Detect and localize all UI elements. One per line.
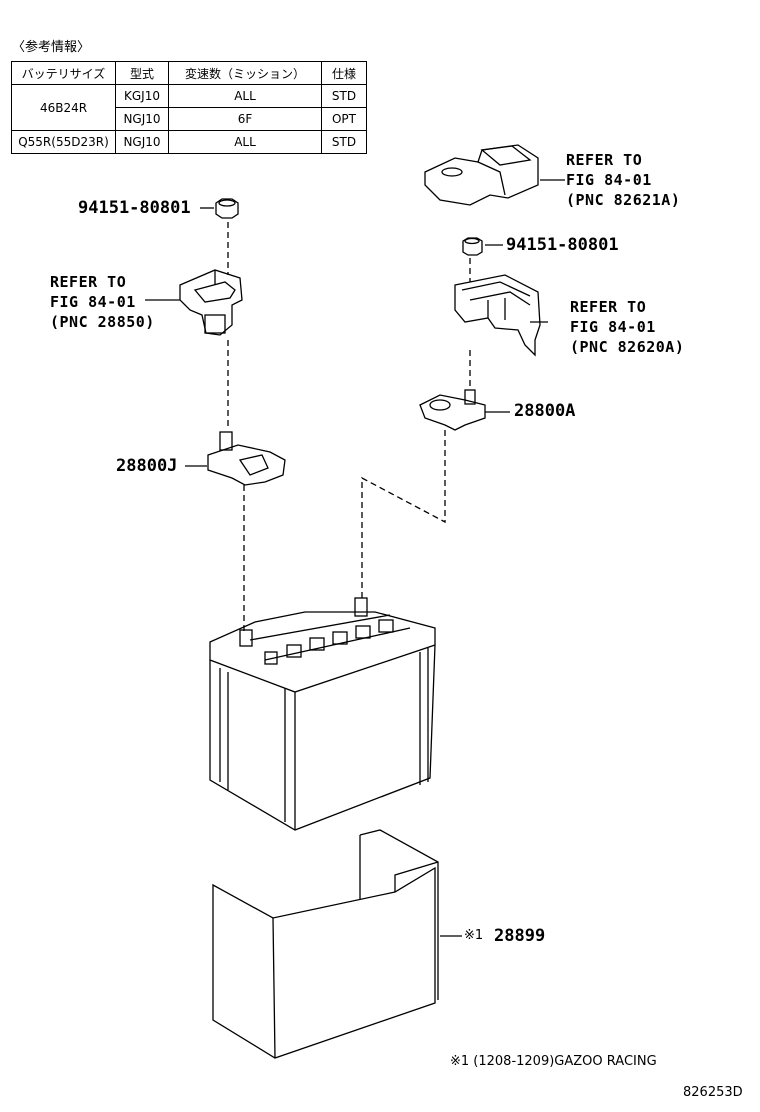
header-spec: 仕様: [321, 61, 367, 85]
leader-lines: [145, 179, 565, 937]
cell-trans: ALL: [168, 130, 322, 154]
info-title: 〈参考情報〉: [12, 40, 91, 55]
battery: [209, 597, 436, 831]
table-row: Q55R(55D23R) NGJ10 ALL STD: [11, 130, 367, 154]
part-number-clamp-positive: 28800A: [514, 401, 576, 421]
cell-spec: OPT: [321, 107, 367, 131]
cell-spec: STD: [321, 130, 367, 154]
header-transmission: 変速数（ミッション）: [168, 61, 322, 85]
refer-note-left: REFER TO FIG 84-01 (PNC 28850): [50, 273, 155, 331]
header-battery-size: バッテリサイズ: [11, 61, 116, 85]
terminal-cover-left: [179, 269, 243, 336]
cell-size: Q55R(55D23R): [11, 130, 116, 154]
refer-note-mid-right: REFER TO FIG 84-01 (PNC 82620A): [570, 298, 685, 356]
table-row: 46B24R KGJ10 ALL STD: [11, 84, 367, 131]
cell-trans: 6F: [168, 107, 322, 131]
battery-tray: [212, 829, 439, 1059]
cell-size: 46B24R: [11, 84, 116, 131]
tray-footnote-mark: ※1: [464, 928, 484, 943]
clamp-positive: [419, 389, 486, 431]
cell-model: NGJ10: [115, 130, 169, 154]
cell-trans: ALL: [168, 84, 322, 108]
part-number-tray: 28899: [494, 926, 546, 946]
part-number-clamp-negative: 28800J: [116, 456, 178, 476]
part-number-nut-left: 94151-80801: [78, 198, 191, 218]
assembly-guide-lines: [227, 222, 471, 632]
cell-spec: STD: [321, 84, 367, 108]
footnote: ※1 (1208-1209)GAZOO RACING: [450, 1054, 657, 1069]
nut-left: [215, 198, 239, 219]
terminal-cover-top-right: [424, 144, 539, 206]
table-header-row: バッテリサイズ 型式 変速数（ミッション） 仕様: [11, 61, 367, 85]
clamp-negative: [207, 431, 286, 486]
figure-id: 826253D: [683, 1085, 743, 1100]
battery-spec-table: バッテリサイズ 型式 変速数（ミッション） 仕様 46B24R KGJ10 AL…: [11, 61, 367, 154]
part-number-nut-right: 94151-80801: [506, 235, 619, 255]
fuse-block-right: [454, 274, 541, 357]
nut-right: [462, 237, 483, 256]
refer-note-top-right: REFER TO FIG 84-01 (PNC 82621A): [566, 151, 681, 209]
